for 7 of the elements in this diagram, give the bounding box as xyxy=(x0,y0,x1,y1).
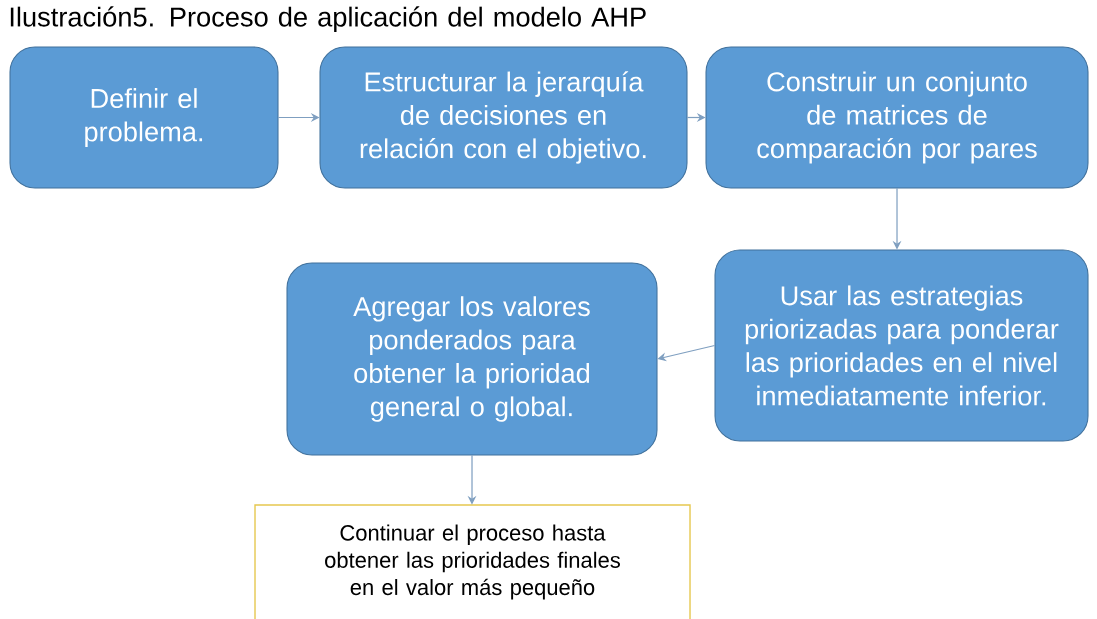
process-box: Estructurar la jerarquía de decisiones en relación con el objetivo. xyxy=(319,46,688,189)
caption-title: Ilustración5. Proceso de aplicación del modelo AHP xyxy=(10,6,646,33)
process-box: Usar las estrategias priorizadas para ponderar las prioridades en el nivel inmediatamente inferior. xyxy=(714,249,1089,442)
process-box: Agregar los valores ponderados para obtener la prioridad general o global. xyxy=(286,262,658,456)
process-box: Definir el problema. xyxy=(9,46,279,189)
process-box: Construir un conjunto de matrices de comparación por pares xyxy=(705,46,1089,189)
note-box: Continuar el proceso hasta obtener las prioridades finales en el valor más pequeño xyxy=(254,504,691,619)
